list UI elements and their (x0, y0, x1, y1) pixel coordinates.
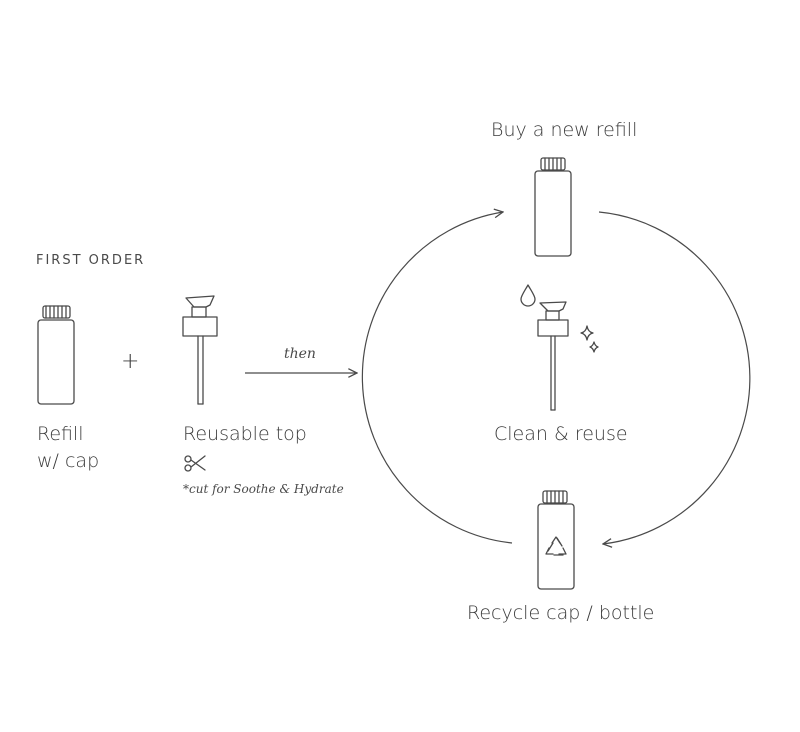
sparkle-small-icon (589, 341, 599, 353)
recycle-label: Recycle cap / bottle (467, 602, 655, 624)
cycle-arc-left (361, 212, 513, 544)
cut-note: *cut for Soothe & Hydrate (183, 482, 344, 496)
refill-bottle-icon (37, 305, 75, 405)
reusable-top-label: Reusable top (183, 423, 307, 445)
clean-pump-icon (537, 301, 569, 411)
clean-reuse-label: Clean & reuse (494, 423, 628, 445)
pump-top-icon (182, 295, 218, 405)
refill-label: Refill (37, 423, 84, 445)
droplet-icon (520, 284, 536, 307)
plus-sign: + (121, 349, 140, 374)
sparkle-icon (580, 325, 594, 341)
new-refill-bottle-icon (534, 157, 572, 257)
first-order-heading: FIRST ORDER (36, 253, 146, 268)
scissors-icon (184, 455, 206, 472)
recycle-bottle-icon (537, 490, 575, 590)
cycle-arc-right (598, 211, 751, 544)
refill-label-cap: w/ cap (37, 450, 100, 472)
recycle-icon (545, 536, 567, 556)
buy-new-refill-label: Buy a new refill (491, 119, 638, 141)
then-label: then (284, 346, 316, 362)
